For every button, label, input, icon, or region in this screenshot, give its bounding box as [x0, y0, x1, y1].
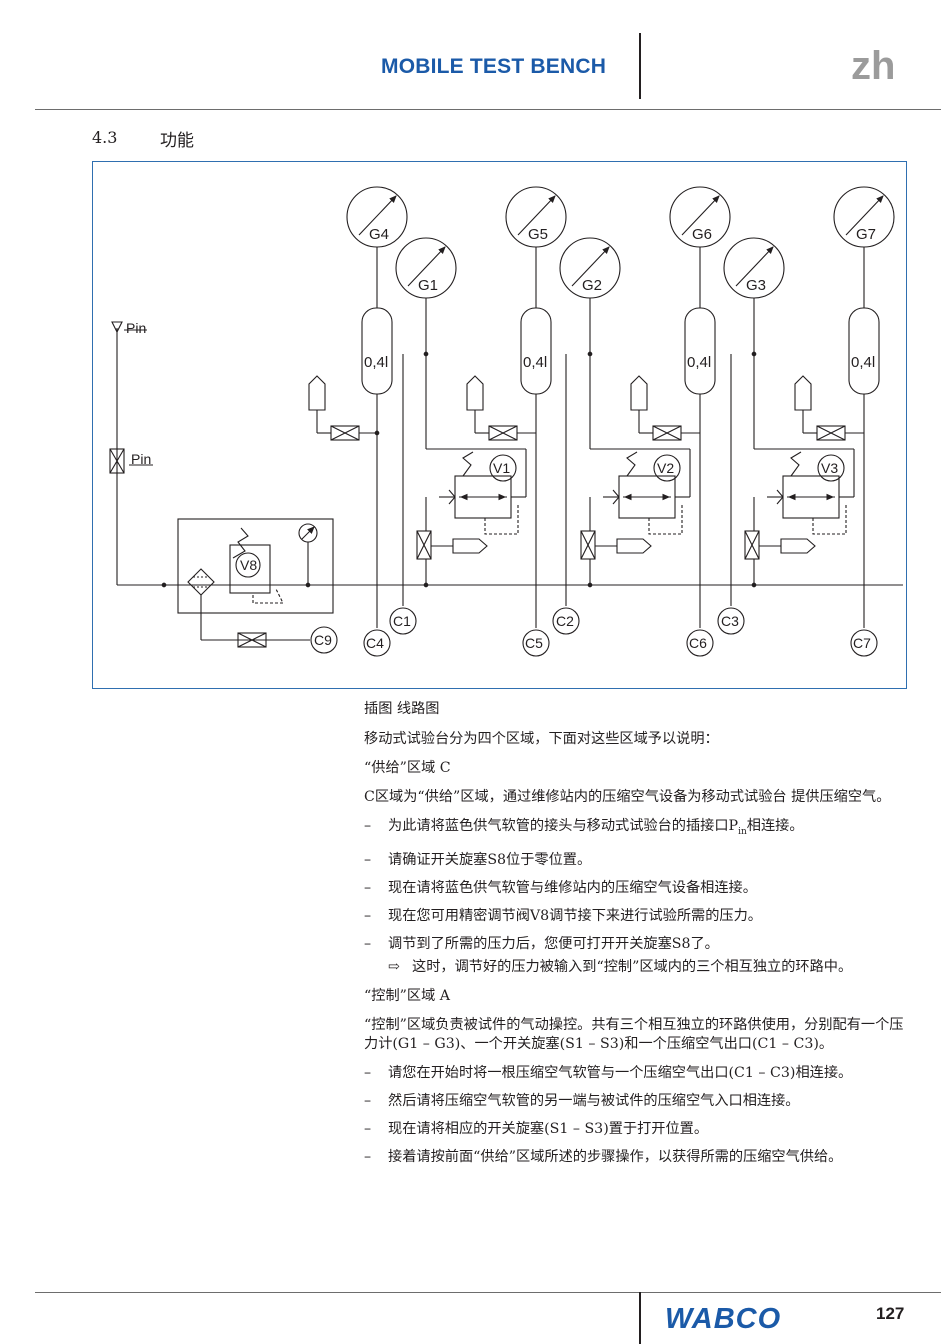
- intro-paragraph: 移动式试验台分为四个区域，下面对这些区域予以说明：: [364, 731, 719, 747]
- g5-label: G5: [528, 226, 548, 243]
- list-item: – 然后请将压缩空气软管的另一端与被试件的压缩空气入口相连接。: [364, 1092, 909, 1111]
- g1-label: G1: [418, 277, 438, 294]
- supply-bullet-1-text: 为此请将蓝色供气软管的接头与移动式试验台的插接口P: [388, 818, 739, 834]
- list-item: – 请您在开始时将一根压缩空气软管与一个压缩空气出口(C1 – C3)相连接。: [364, 1064, 909, 1083]
- list-item: – 现在请将蓝色供气软管与维修站内的压缩空气设备相连接。: [364, 879, 909, 898]
- supply-paragraph: C区域为“供给”区域，通过维修站内的压缩空气设备为移动式试验台 提供压缩空气。: [364, 789, 891, 805]
- list-item: – 接着请按前面“供给”区域所述的步骤操作，以获得所需的压缩空气供给。: [364, 1148, 909, 1167]
- list-item: – 为此请将蓝色供气软管的接头与移动式试验台的插接口Pin相连接。: [364, 817, 909, 842]
- g7-tank-label: 0,4l: [851, 354, 875, 371]
- g2-label: G2: [582, 277, 602, 294]
- body-text: 插图 线路图 移动式试验台分为四个区域，下面对这些区域予以说明： “供给”区域 …: [364, 700, 909, 1176]
- result-arrow-icon: ⇨: [388, 958, 400, 975]
- g6-label: G6: [692, 226, 712, 243]
- footer-rule: [35, 1292, 941, 1293]
- supply-bullet-1-end: 相连接。: [746, 818, 804, 834]
- header-rule: [35, 109, 941, 110]
- dash-marker: –: [364, 1092, 372, 1109]
- pin-subscript: in: [738, 826, 747, 837]
- wabco-logo: WABCO: [665, 1303, 782, 1335]
- control-bullet-2-text: 然后请将压缩空气软管的另一端与被试件的压缩空气入口相连接。: [388, 1092, 800, 1109]
- dash-marker: –: [364, 1148, 372, 1165]
- c7-label: C7: [853, 635, 871, 651]
- control-heading: “控制”区域 A: [364, 987, 451, 1004]
- v1-label: V1: [493, 460, 510, 476]
- result-text: 这时，调节好的压力被输入到“控制”区域内的三个相互独立的环路中。: [412, 958, 853, 975]
- supply-bullet-5-text: 调节到了所需的压力后，您便可打开开关旋塞S8了。: [388, 935, 719, 952]
- dash-marker: –: [364, 851, 372, 868]
- pin-valve-label: Pin: [131, 451, 151, 467]
- control-bullet-1-text: 请您在开始时将一根压缩空气软管与一个压缩空气出口(C1 – C3)相连接。: [388, 1064, 853, 1081]
- g3-label: G3: [746, 277, 766, 294]
- g6-tank-label: 0,4l: [687, 354, 711, 371]
- dash-marker: –: [364, 879, 372, 896]
- c4-label: C4: [366, 635, 384, 651]
- control-paragraph: “控制”区域负责被试件的气动操控。共有三个相互独立的环路供使用，分别配有一个压力…: [364, 1016, 904, 1052]
- c5-label: C5: [525, 635, 543, 651]
- v8-label: V8: [240, 557, 257, 573]
- v2-label: V2: [657, 460, 674, 476]
- dash-marker: –: [364, 935, 372, 952]
- list-item: – 调节到了所需的压力后，您便可打开开关旋塞S8了。: [364, 935, 909, 954]
- v3-label: V3: [821, 460, 838, 476]
- section-title: 功能: [160, 131, 194, 151]
- pin-inlet-label: Pin: [126, 320, 146, 336]
- figure-caption: 插图 线路图: [364, 701, 440, 717]
- result-item: ⇨ 这时，调节好的压力被输入到“控制”区域内的三个相互独立的环路中。: [388, 958, 909, 977]
- list-item: – 现在请将相应的开关旋塞(S1 – S3)置于打开位置。: [364, 1120, 909, 1139]
- list-item: – 现在您可用精密调节阀V8调节接下来进行试验所需的压力。: [364, 907, 909, 926]
- list-item: – 请确证开关旋塞S8位于零位置。: [364, 851, 909, 870]
- circuit-diagram: Pin Pin V8 C9 G4 0,4l C4 G1: [92, 161, 907, 689]
- g4-tank-label: 0,4l: [364, 354, 388, 371]
- dash-marker: –: [364, 1120, 372, 1137]
- c1-label: C1: [393, 613, 411, 629]
- footer-divider: [639, 1292, 641, 1344]
- control-bullet-3-text: 现在请将相应的开关旋塞(S1 – S3)置于打开位置。: [388, 1120, 709, 1137]
- g4-label: G4: [369, 226, 389, 243]
- g5-tank-label: 0,4l: [523, 354, 547, 371]
- dash-marker: –: [364, 907, 372, 924]
- supply-bullet-3-text: 现在请将蓝色供气软管与维修站内的压缩空气设备相连接。: [388, 879, 757, 896]
- document-title: MOBILE TEST BENCH: [381, 55, 607, 78]
- c3-label: C3: [721, 613, 739, 629]
- language-code: zh: [851, 44, 896, 88]
- g7-label: G7: [856, 226, 876, 243]
- dash-marker: –: [364, 818, 372, 834]
- supply-bullet-4-text: 现在您可用精密调节阀V8调节接下来进行试验所需的压力。: [388, 907, 762, 924]
- page-number: 127: [876, 1304, 905, 1323]
- supply-bullet-2-text: 请确证开关旋塞S8位于零位置。: [388, 851, 592, 868]
- c2-label: C2: [556, 613, 574, 629]
- section-number: 4.3: [92, 128, 118, 147]
- c6-label: C6: [689, 635, 707, 651]
- control-bullet-4-text: 接着请按前面“供给”区域所述的步骤操作，以获得所需的压缩空气供给。: [388, 1148, 843, 1165]
- c9-label: C9: [314, 632, 332, 648]
- header-divider: [639, 33, 641, 99]
- supply-heading: “供给”区域 C: [364, 760, 451, 776]
- dash-marker: –: [364, 1064, 372, 1081]
